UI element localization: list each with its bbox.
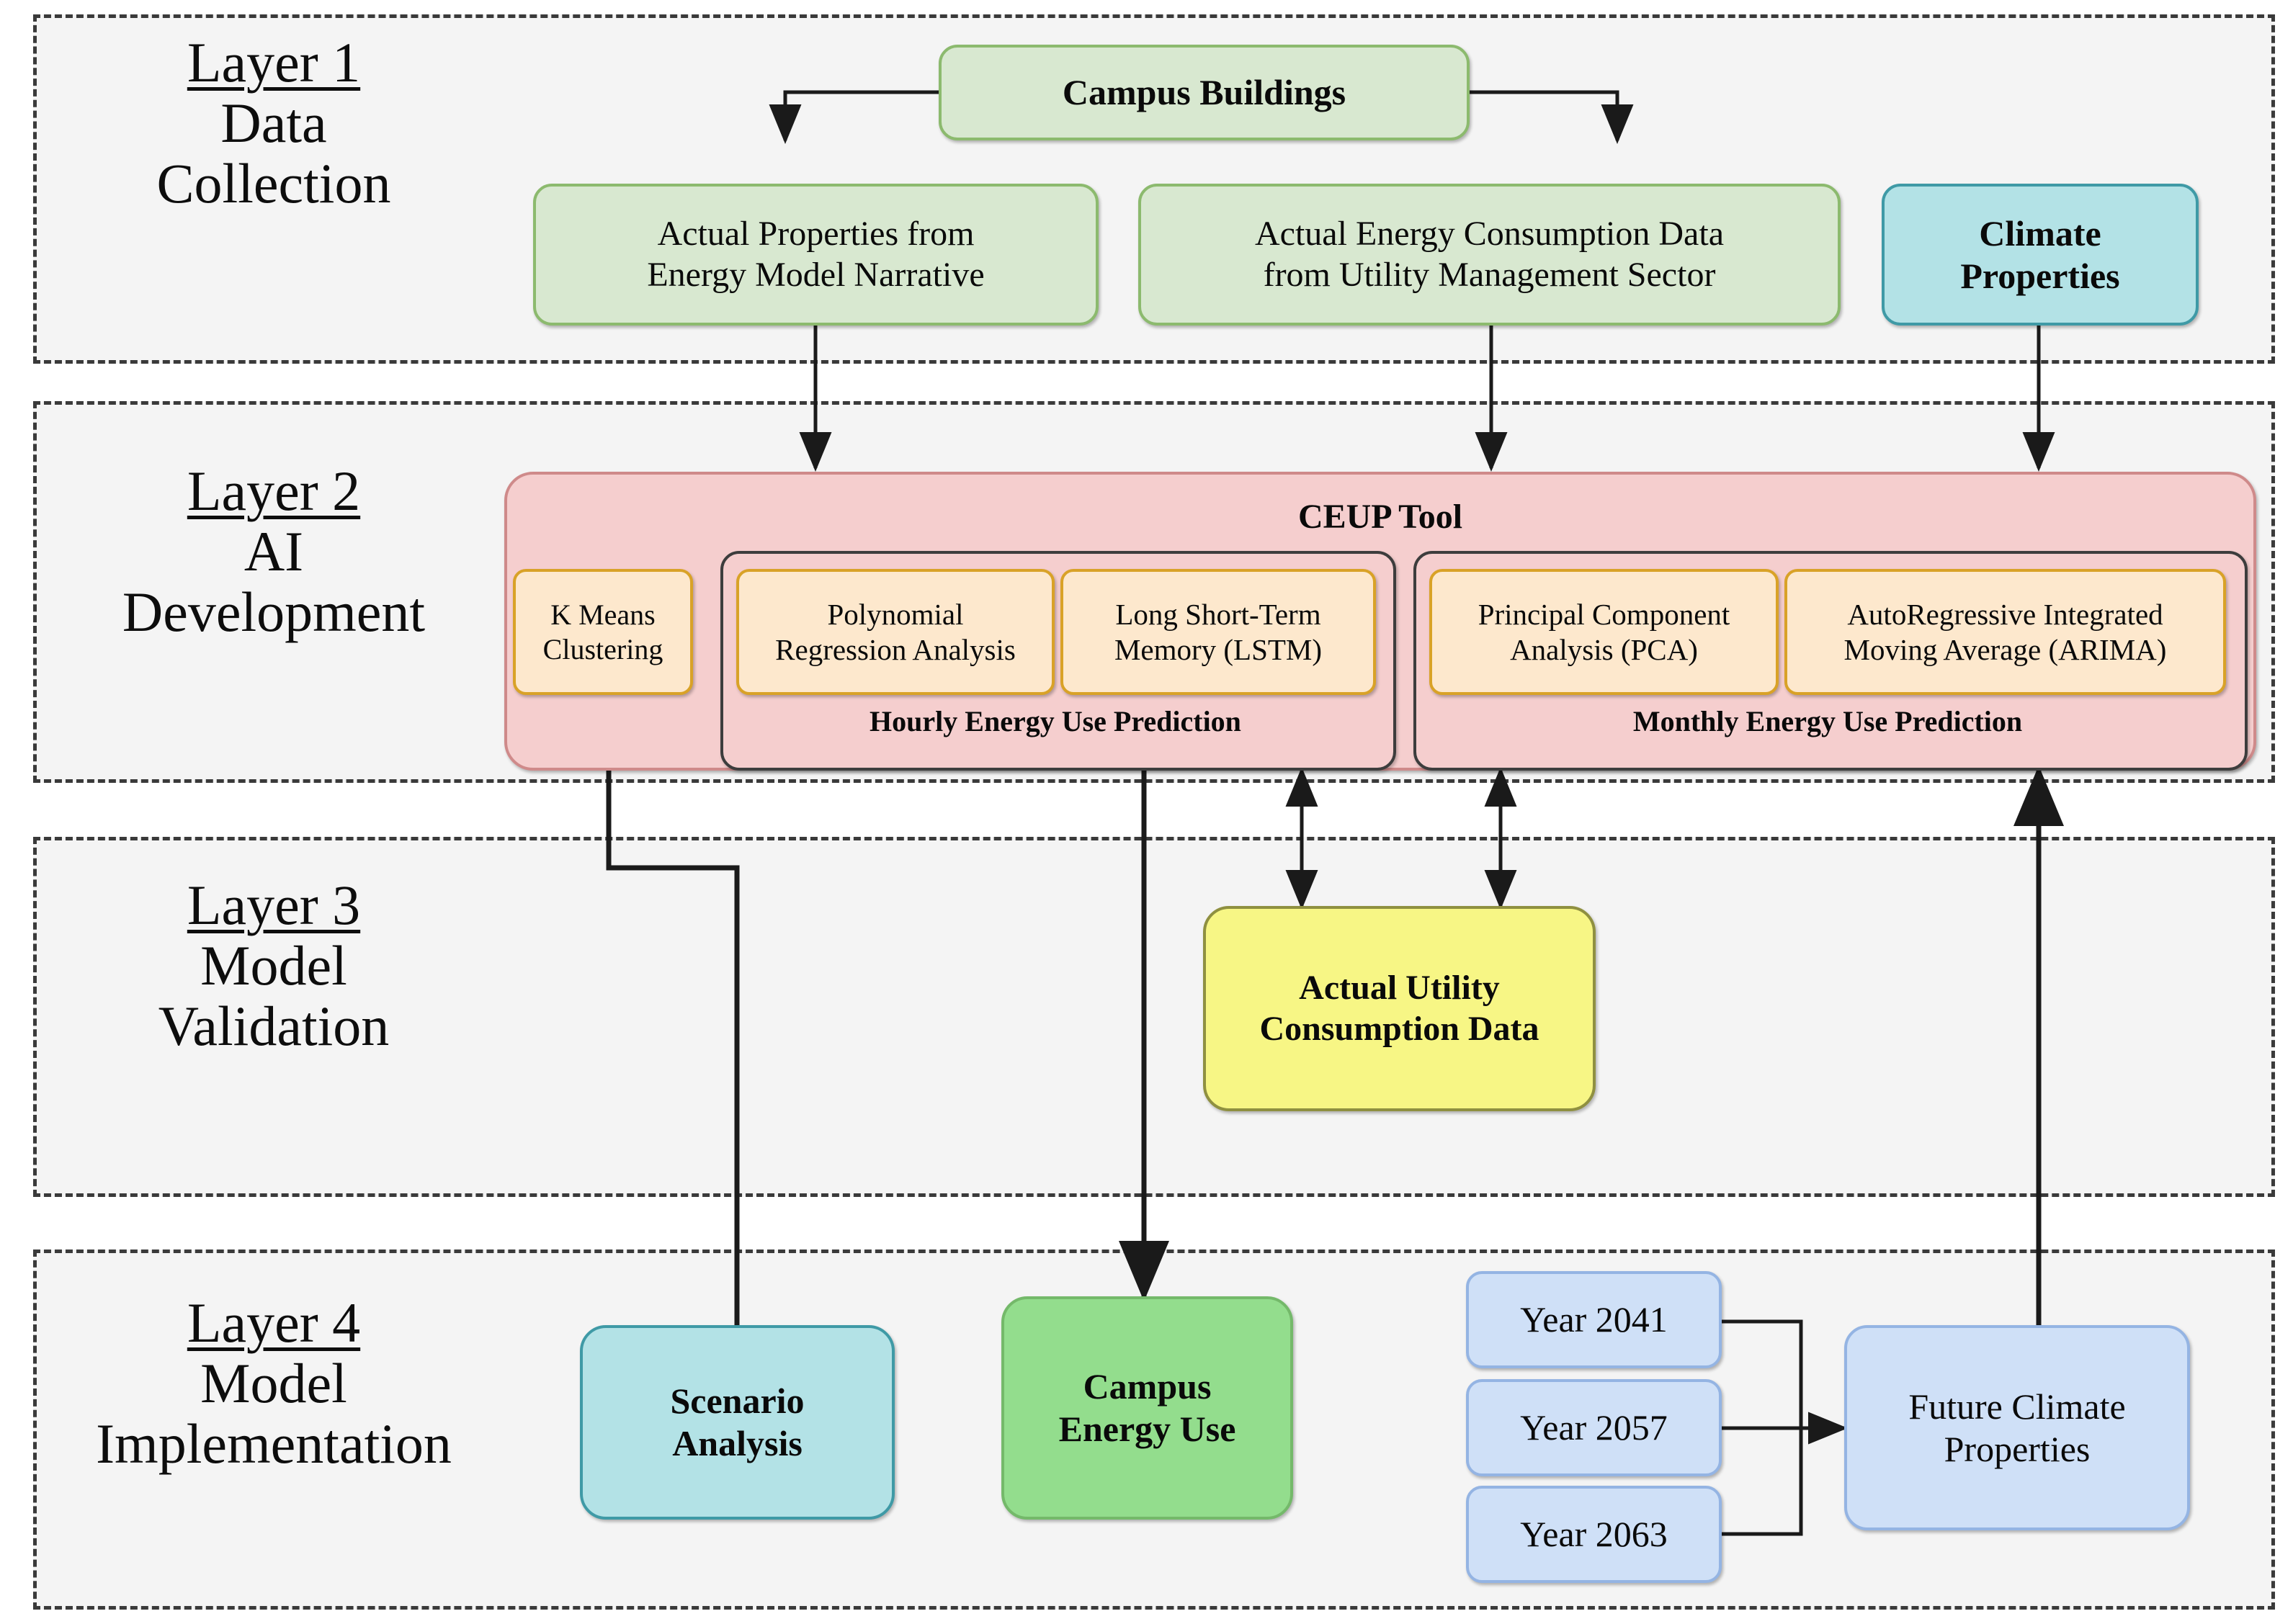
scenario-analysis-line2: Analysis [672,1423,803,1463]
actual-energy-text: Actual Energy Consumption Data from Util… [1255,214,1724,295]
node-climate-properties[interactable]: Climate Properties [1882,184,2199,326]
year-2041-label: Year 2041 [1520,1299,1668,1340]
actual-properties-text: Actual Properties from Energy Model Narr… [647,214,984,295]
arima-line2: Moving Average (ARIMA) [1843,632,2167,666]
node-actual-energy-consumption[interactable]: Actual Energy Consumption Data from Util… [1138,184,1841,326]
ceup-tool-title: CEUP Tool [1297,498,1463,536]
polynomial-line1: Polynomial [827,598,964,632]
lstm-line1: Long Short-Term [1115,598,1321,632]
node-campus-energy-use[interactable]: Campus Energy Use [1001,1296,1293,1520]
year-2063-label: Year 2063 [1520,1514,1668,1554]
campus-buildings-label: Campus Buildings [1062,72,1346,112]
scenario-analysis-text: Scenario Analysis [670,1380,804,1465]
year-2057-label: Year 2057 [1520,1407,1668,1448]
layer-4-word2: Implementation [96,1412,452,1476]
layer-label-1: Layer 1 Data Collection [79,32,468,215]
campus-energy-use-text: Campus Energy Use [1059,1365,1236,1450]
node-year-2057[interactable]: Year 2057 [1466,1379,1722,1476]
layer-2-word2: Development [122,580,426,644]
kmeans-line2: Clustering [542,632,663,665]
kmeans-line1: K Means [550,598,656,632]
layer-label-3: Layer 3 Model Validation [79,874,468,1058]
actual-utility-line1: Actual Utility [1299,968,1500,1007]
layer-label-2: Layer 2 AI Development [65,459,483,644]
group-hourly-energy-prediction [720,551,1396,771]
actual-energy-line1: Actual Energy Consumption Data [1255,214,1724,253]
layer-3-number: Layer 3 [187,874,361,936]
hourly-group-caption: Hourly Energy Use Prediction [870,705,1241,737]
node-future-climate-properties[interactable]: Future Climate Properties [1844,1325,2190,1530]
pca-line1: Principal Component [1478,598,1730,632]
actual-properties-line1: Actual Properties from [657,214,975,253]
kmeans-text: K Means Clustering [543,598,663,665]
node-campus-buildings[interactable]: Campus Buildings [939,45,1470,140]
layer-4-number: Layer 4 [187,1291,361,1354]
node-polynomial-regression[interactable]: Polynomial Regression Analysis [736,569,1055,695]
layer-2-number: Layer 2 [187,459,361,522]
pca-line2: Analysis (PCA) [1510,632,1698,666]
campus-energy-use-line2: Energy Use [1058,1409,1236,1449]
layer-3-word2: Validation [158,995,390,1058]
pca-text: Principal Component Analysis (PCA) [1478,597,1730,667]
climate-properties-line2: Properties [1960,255,2120,296]
node-pca[interactable]: Principal Component Analysis (PCA) [1429,569,1779,695]
actual-utility-line2: Consumption Data [1259,1009,1539,1048]
scenario-analysis-line1: Scenario [670,1381,805,1421]
climate-properties-text: Climate Properties [1960,212,2119,297]
polynomial-line2: Regression Analysis [775,632,1016,666]
polynomial-text: Polynomial Regression Analysis [775,597,1016,667]
node-arima[interactable]: AutoRegressive Integrated Moving Average… [1784,569,2226,695]
actual-energy-line2: from Utility Management Sector [1263,255,1716,294]
layer-1-word2: Collection [156,152,391,215]
node-lstm[interactable]: Long Short-Term Memory (LSTM) [1060,569,1376,695]
future-climate-line2: Properties [1944,1428,2091,1469]
node-actual-utility-consumption-data[interactable]: Actual Utility Consumption Data [1203,906,1596,1111]
lstm-text: Long Short-Term Memory (LSTM) [1114,597,1322,667]
layer-4-word1: Model [200,1352,347,1415]
arima-line1: AutoRegressive Integrated [1847,598,2163,632]
climate-properties-line1: Climate [1979,212,2101,254]
layer-panel-3 [33,837,2275,1197]
layer-1-word1: Data [220,91,327,155]
group-monthly-energy-prediction [1413,551,2248,771]
monthly-group-caption: Monthly Energy Use Prediction [1632,705,2023,737]
actual-properties-line2: Energy Model Narrative [647,255,985,294]
lstm-line2: Memory (LSTM) [1114,632,1323,666]
actual-utility-text: Actual Utility Consumption Data [1259,968,1539,1049]
node-year-2041[interactable]: Year 2041 [1466,1271,1722,1368]
node-actual-properties[interactable]: Actual Properties from Energy Model Narr… [533,184,1099,326]
layer-label-4: Layer 4 Model Implementation [43,1291,504,1476]
arima-text: AutoRegressive Integrated Moving Average… [1844,597,2167,667]
future-climate-text: Future Climate Properties [1908,1386,2125,1471]
layer-1-number: Layer 1 [187,31,361,94]
node-kmeans-clustering[interactable]: K Means Clustering [513,569,693,695]
node-scenario-analysis[interactable]: Scenario Analysis [580,1325,895,1520]
node-year-2063[interactable]: Year 2063 [1466,1486,1722,1583]
layer-3-word1: Model [200,934,347,997]
future-climate-line1: Future Climate [1908,1386,2126,1427]
campus-energy-use-line1: Campus [1083,1366,1212,1407]
layer-2-word1: AI [243,520,304,583]
